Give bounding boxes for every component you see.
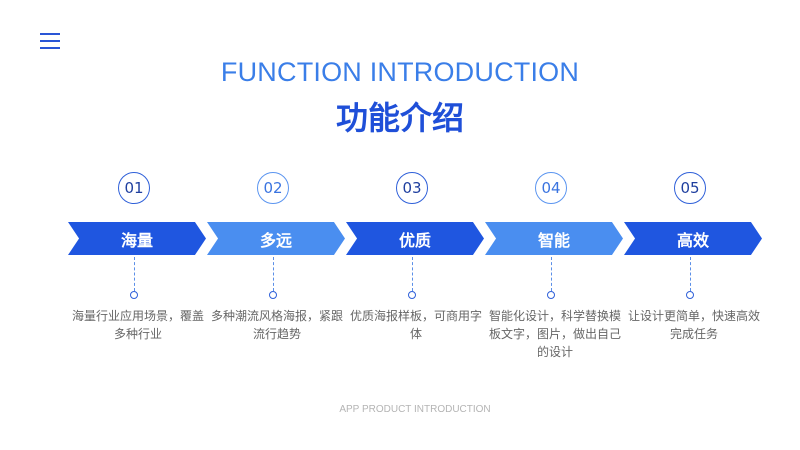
connector-dot xyxy=(547,291,555,299)
step-arrow-label: 优质 xyxy=(346,222,484,255)
title-chinese: 功能介绍 xyxy=(335,99,464,137)
title-english: FUNCTION INTRODUCTION xyxy=(220,57,580,87)
connector-line xyxy=(690,257,691,291)
connector-line xyxy=(412,257,413,291)
connector-dot xyxy=(130,291,138,299)
step-description: 多种潮流风格海报，紧跟流行趋势 xyxy=(210,309,343,341)
step-number-circle: 04 xyxy=(535,172,567,204)
connector-line xyxy=(551,257,552,291)
step-arrow-label: 多远 xyxy=(207,222,345,255)
connector-dot xyxy=(408,291,416,299)
connector-dot xyxy=(686,291,694,299)
step-description: 优质海报样板，可商用字体 xyxy=(349,309,482,341)
footer-caption: APP PRODUCT INTRODUCTION xyxy=(339,404,491,415)
step-number-circle: 03 xyxy=(396,172,428,204)
step-description: 海量行业应用场景，覆盖多种行业 xyxy=(71,309,204,341)
step-arrow-label: 智能 xyxy=(485,222,623,255)
hamburger-menu-icon[interactable] xyxy=(40,33,60,49)
connector-line xyxy=(134,257,135,291)
step-number-circle: 01 xyxy=(118,172,150,204)
step-arrow-label: 海量 xyxy=(68,222,206,255)
step-number-circle: 02 xyxy=(257,172,289,204)
step-description: 智能化设计，科学替换模板文字，图片，做出自己的设计 xyxy=(488,309,621,359)
connector-line xyxy=(273,257,274,291)
connector-dot xyxy=(269,291,277,299)
step-number-circle: 05 xyxy=(674,172,706,204)
step-description: 让设计更简单，快速高效完成任务 xyxy=(627,309,760,341)
step-arrow-label: 高效 xyxy=(624,222,762,255)
